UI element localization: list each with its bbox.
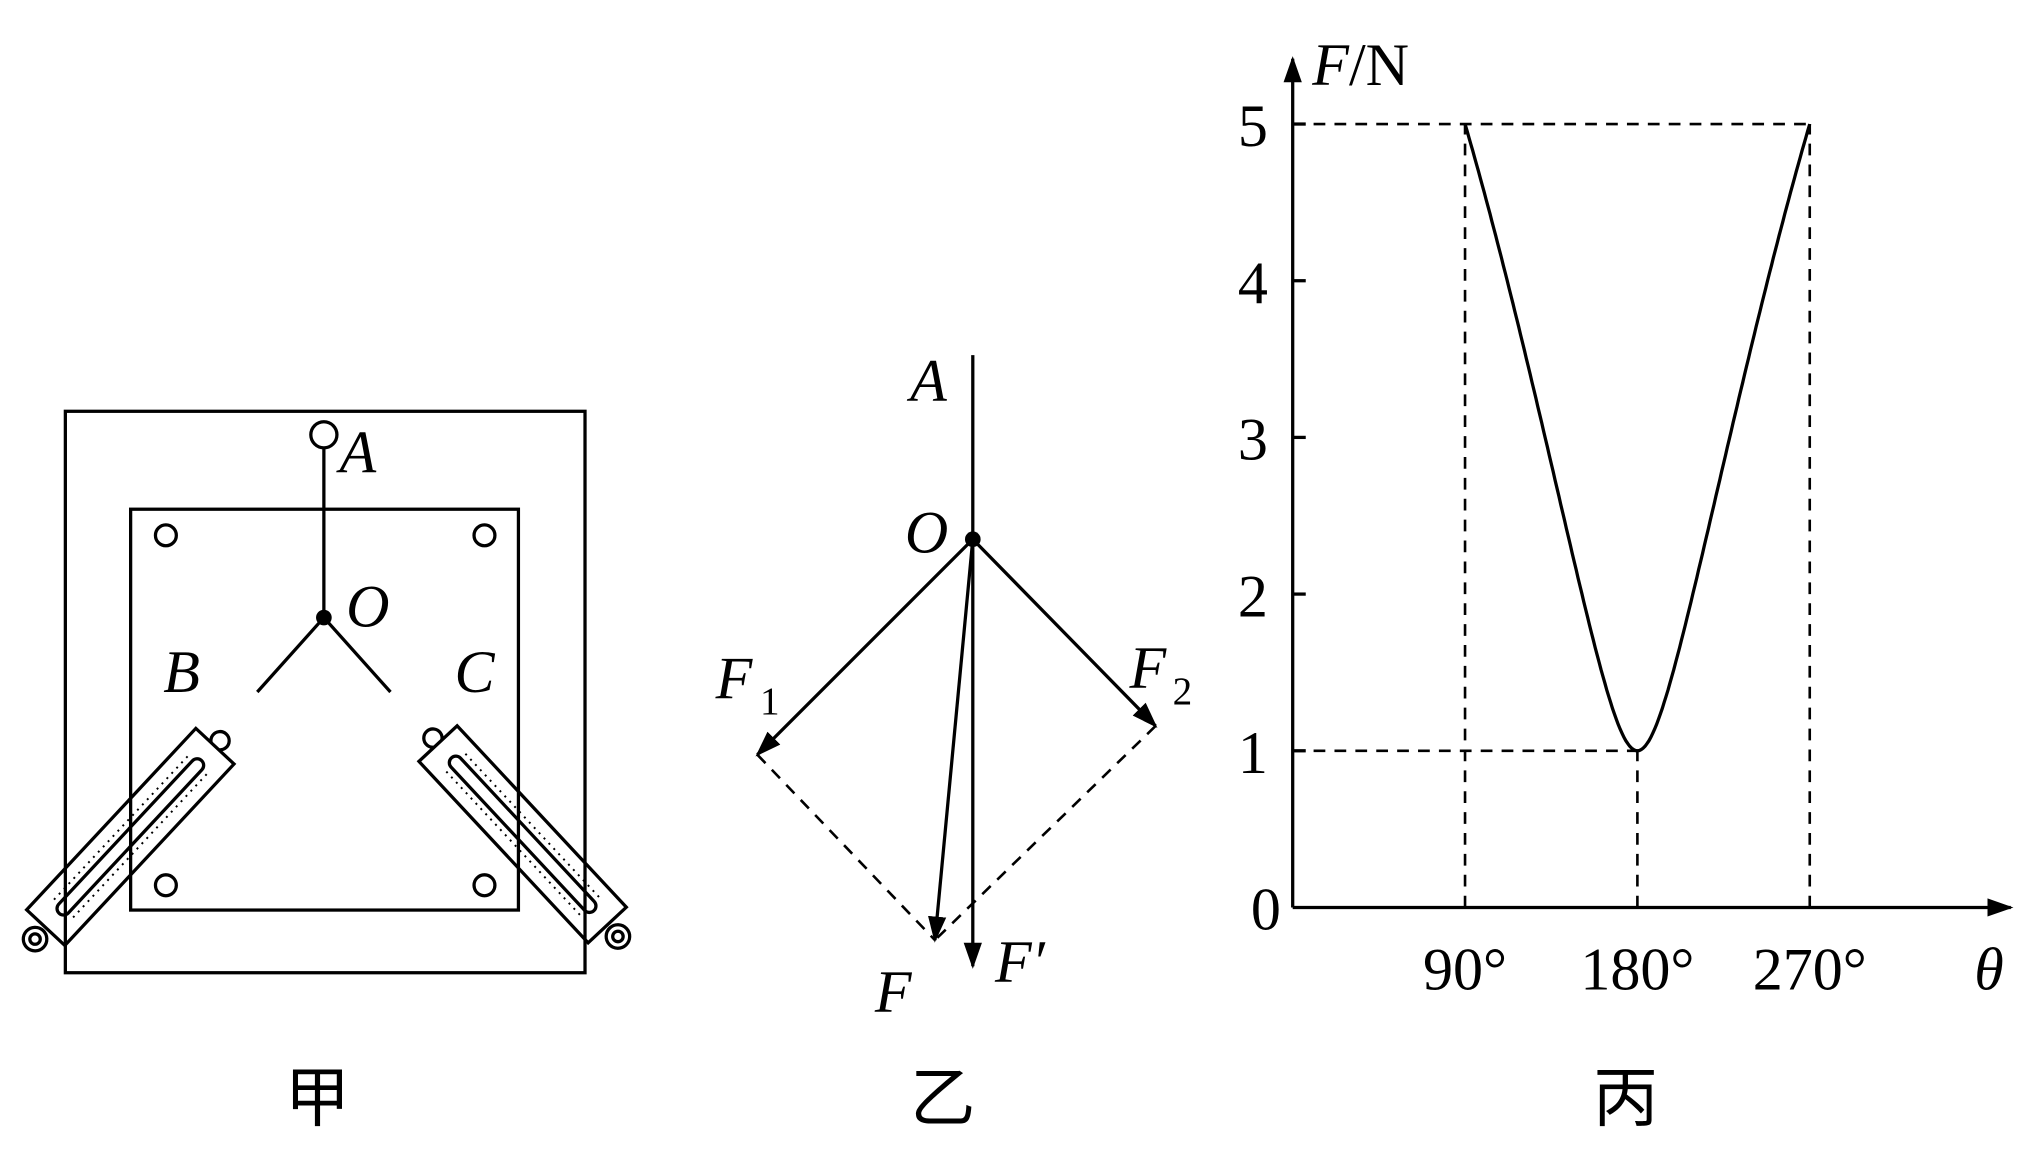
- label-f1-sub: 1: [760, 680, 780, 723]
- panel-bing-chart: 1 2 3 4 5 90° 180° 270° F/N 0 θ 丙: [1238, 31, 2014, 1136]
- x-axis-label: θ: [1974, 936, 2004, 1003]
- label-o: O: [905, 498, 948, 565]
- x-tick-label: 90°: [1423, 936, 1507, 1003]
- label-f2: F: [1128, 634, 1167, 701]
- caption-bing: 丙: [1593, 1060, 1658, 1136]
- y-tick-label: 2: [1238, 562, 1268, 629]
- caption-jia: 甲: [285, 1060, 350, 1136]
- label-o: O: [346, 573, 389, 640]
- panel-yi: A O F 1 F 2 F F′ 乙: [715, 347, 1193, 1136]
- label-f: F: [874, 958, 913, 1025]
- y-tick-label: 5: [1238, 92, 1268, 159]
- origin-label: 0: [1251, 876, 1281, 943]
- string-ob: [256, 616, 326, 694]
- string-oc: [322, 616, 392, 694]
- series-curve: [1463, 123, 1812, 753]
- label-f-prime: F′: [994, 928, 1046, 995]
- vector-f: [928, 539, 975, 943]
- vector-f2: [971, 538, 1158, 728]
- ring-a: [309, 420, 339, 450]
- x-tick-label: 270°: [1753, 936, 1867, 1003]
- x-tick-label: 180°: [1580, 936, 1694, 1003]
- label-f2-sub: 2: [1173, 670, 1193, 713]
- label-f1: F: [715, 645, 754, 712]
- caption-yi: 乙: [910, 1060, 975, 1136]
- spring-scale-b: [21, 726, 237, 953]
- y-tick-label: 4: [1238, 249, 1268, 316]
- label-b: B: [163, 638, 200, 705]
- label-a: A: [906, 347, 947, 414]
- parallelogram-side-left: [756, 753, 936, 941]
- spring-scale-c: [416, 723, 632, 950]
- outer-board: [63, 409, 587, 975]
- label-a: A: [336, 419, 377, 486]
- y-tick-label: 3: [1238, 406, 1268, 473]
- parallelogram-side-right: [934, 725, 1157, 942]
- panel-jia: A O B C 甲: [21, 409, 632, 1136]
- label-c: C: [454, 638, 495, 705]
- y-tick-label: 1: [1238, 719, 1268, 786]
- vector-f1: [755, 538, 974, 757]
- y-axis-label: F/N: [1311, 31, 1409, 98]
- pin-holes: [153, 523, 497, 898]
